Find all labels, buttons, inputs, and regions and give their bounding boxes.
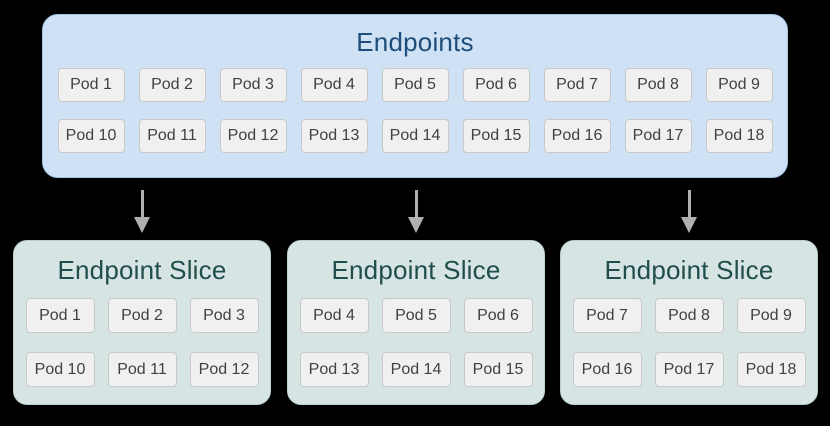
pod-chip: Pod 14	[381, 352, 451, 387]
pod-chip: Pod 6	[462, 68, 530, 102]
slice-pod-row-2: Pod 10 Pod 11 Pod 12	[14, 352, 270, 387]
endpoints-box: Endpoints Pod 1 Pod 2 Pod 3 Pod 4 Pod 5 …	[42, 14, 788, 178]
endpoint-slice-title: Endpoint Slice	[331, 255, 501, 285]
pod-chip: Pod 7	[543, 68, 611, 102]
arrow-head	[134, 217, 150, 233]
endpoint-slice-title: Endpoint Slice	[604, 255, 774, 285]
pod-chip: Pod 5	[381, 298, 451, 333]
pod-chip: Pod 13	[299, 352, 369, 387]
down-arrow-icon	[681, 190, 697, 233]
pod-chip: Pod 3	[189, 298, 259, 333]
pod-chip: Pod 14	[381, 119, 449, 153]
pod-chip: Pod 8	[654, 298, 724, 333]
pod-chip: Pod 10	[25, 352, 95, 387]
pod-chip: Pod 5	[381, 68, 449, 102]
pod-chip: Pod 11	[138, 119, 206, 153]
pod-chip: Pod 18	[705, 119, 773, 153]
pod-chip: Pod 18	[736, 352, 806, 387]
arrow-stem	[414, 190, 418, 217]
pod-chip: Pod 15	[462, 119, 530, 153]
pod-chip: Pod 11	[107, 352, 177, 387]
pod-chip: Pod 8	[624, 68, 692, 102]
pod-chip: Pod 3	[219, 68, 287, 102]
pod-chip: Pod 16	[572, 352, 642, 387]
slice-pod-row-2: Pod 16 Pod 17 Pod 18	[561, 352, 817, 387]
endpoint-slice-box-3: Endpoint Slice Pod 7 Pod 8 Pod 9 Pod 16 …	[560, 240, 818, 405]
endpoint-slice-box-2: Endpoint Slice Pod 4 Pod 5 Pod 6 Pod 13 …	[287, 240, 545, 405]
endpoints-pod-row-2: Pod 10 Pod 11 Pod 12 Pod 13 Pod 14 Pod 1…	[43, 119, 787, 153]
pod-chip: Pod 16	[543, 119, 611, 153]
endpoints-pod-row-1: Pod 1 Pod 2 Pod 3 Pod 4 Pod 5 Pod 6 Pod …	[43, 68, 787, 102]
arrow-head	[681, 217, 697, 233]
pod-chip: Pod 12	[219, 119, 287, 153]
slice-pod-row-2: Pod 13 Pod 14 Pod 15	[288, 352, 544, 387]
pod-chip: Pod 12	[189, 352, 259, 387]
pod-chip: Pod 1	[25, 298, 95, 333]
arrow-stem	[687, 190, 691, 217]
pod-chip: Pod 6	[463, 298, 533, 333]
pod-chip: Pod 17	[654, 352, 724, 387]
endpoints-title: Endpoints	[356, 27, 474, 57]
pod-chip: Pod 7	[572, 298, 642, 333]
pod-chip: Pod 1	[57, 68, 125, 102]
pod-chip: Pod 2	[107, 298, 177, 333]
arrow-stem	[140, 190, 144, 217]
pod-chip: Pod 9	[705, 68, 773, 102]
slice-pod-row-1: Pod 1 Pod 2 Pod 3	[14, 298, 270, 333]
slice-pod-row-1: Pod 4 Pod 5 Pod 6	[288, 298, 544, 333]
endpoint-slice-title: Endpoint Slice	[57, 255, 227, 285]
pod-chip: Pod 4	[299, 298, 369, 333]
pod-chip: Pod 13	[300, 119, 368, 153]
endpoint-slice-box-1: Endpoint Slice Pod 1 Pod 2 Pod 3 Pod 10 …	[13, 240, 271, 405]
pod-chip: Pod 4	[300, 68, 368, 102]
pod-chip: Pod 15	[463, 352, 533, 387]
pod-chip: Pod 17	[624, 119, 692, 153]
arrow-head	[408, 217, 424, 233]
pod-chip: Pod 10	[57, 119, 125, 153]
down-arrow-icon	[408, 190, 424, 233]
slice-pod-row-1: Pod 7 Pod 8 Pod 9	[561, 298, 817, 333]
down-arrow-icon	[134, 190, 150, 233]
pod-chip: Pod 2	[138, 68, 206, 102]
pod-chip: Pod 9	[736, 298, 806, 333]
